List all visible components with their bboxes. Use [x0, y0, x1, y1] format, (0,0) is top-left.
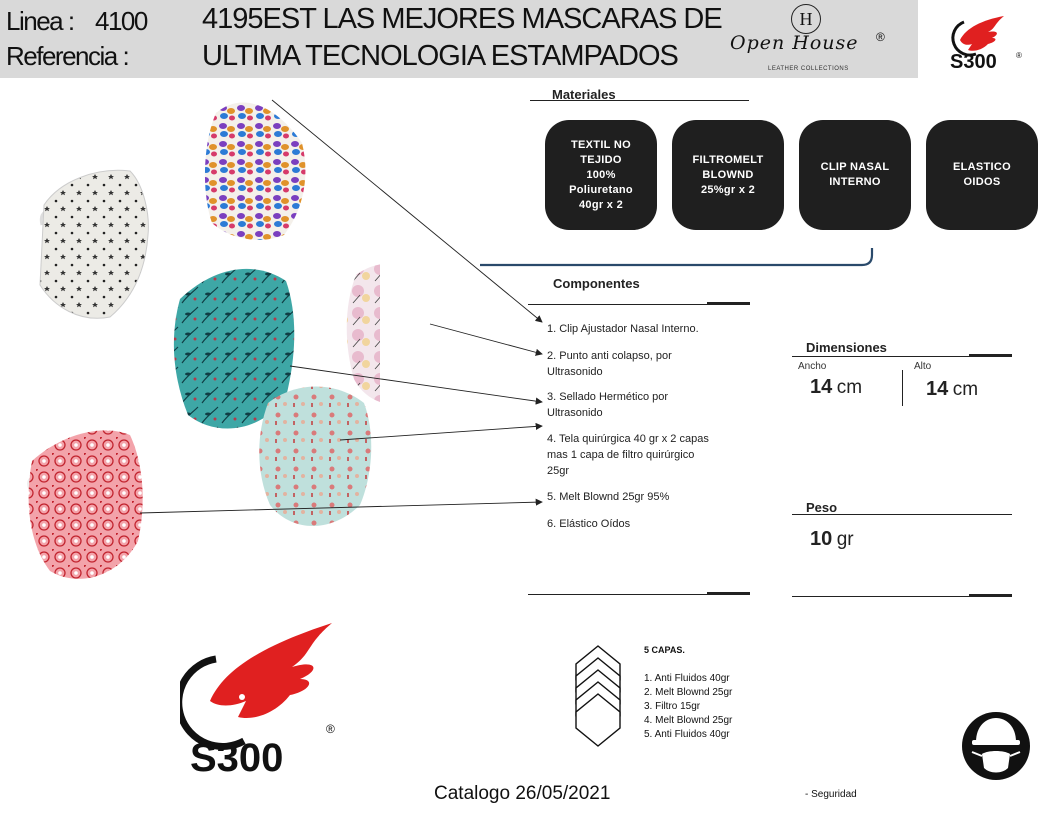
component-item: 3. Sellado Hermético por Ultrasonido: [547, 391, 669, 419]
mask-watercolor: [346, 264, 380, 402]
component-item: 6. Elástico Oídos: [547, 518, 631, 530]
material-pill-clip: CLIP NASAL INTERNO: [799, 120, 911, 230]
dimensiones-heading: Dimensiones: [806, 340, 887, 355]
component-item: 5. Melt Blownd 25gr 95%: [547, 491, 670, 503]
mask-photos: [27, 102, 380, 579]
line-value: 4100: [95, 6, 148, 36]
component-item: 1. Clip Ajustador Nasal Interno.: [547, 323, 699, 335]
mask-leaves: [173, 268, 295, 429]
s300-logo-large-icon: S300 ®: [180, 623, 335, 780]
line-label: Linea :: [6, 6, 75, 36]
catalog-date: Catalogo 26/05/2021: [434, 783, 611, 804]
material-pill-elastico: ELASTICO OIDOS: [926, 120, 1038, 230]
page-title-line1: 4195EST LAS MEJORES MASCARAS DE: [202, 3, 723, 35]
svg-text:®: ®: [1016, 51, 1022, 60]
componentes-heading: Componentes: [553, 276, 640, 291]
componentes-rule: [528, 304, 750, 305]
open-house-logo-name: Open House: [730, 32, 859, 54]
open-house-subtitle: LEATHER COLLECTIONS: [768, 66, 849, 72]
open-house-logo-mark: H: [791, 4, 821, 34]
brand-name-small: S300: [950, 51, 997, 72]
reference-label: Referencia :: [6, 41, 130, 71]
mask-stars: [39, 169, 149, 319]
ancho-value: 14 cm: [810, 376, 863, 398]
alto-label: Alto: [914, 361, 932, 372]
alto-value: 14 cm: [926, 378, 979, 400]
capas-list: 1. Anti Fluidos 40gr 2. Melt Blownd 25gr…: [644, 673, 733, 740]
open-house-registered: ®: [876, 30, 885, 44]
page-title-line2: ULTIMA TECNOLOGIA ESTAMPADOS: [202, 40, 679, 72]
seguridad-label: - Seguridad: [805, 789, 857, 800]
peso-value: 10 gr: [810, 528, 854, 550]
peso-heading: Peso: [806, 500, 838, 515]
component-item: 2. Punto anti colapso, por Ultrasonido: [547, 350, 672, 378]
material-pill-filtro: FILTROMELT BLOWND 25%gr x 2: [672, 120, 784, 230]
ancho-label: Ancho: [798, 361, 827, 372]
mask-butterflies: [204, 102, 306, 240]
component-item: 4. Tela quirúrgica 40 gr x 2 capas mas 1…: [547, 433, 709, 477]
header-bar: [0, 0, 918, 78]
capas-title: 5 CAPAS.: [644, 645, 685, 655]
layers-diagram-icon: [575, 645, 621, 747]
materiales-rule: [530, 100, 749, 101]
mask-mandala: [27, 430, 143, 579]
safety-helmet-icon: [962, 712, 1030, 780]
material-pill-textil: TEXTIL NO TEJIDO 100% Poliuretano 40gr x…: [545, 120, 657, 230]
materiales-heading: Materiales: [552, 87, 616, 102]
svg-text:®: ®: [326, 722, 335, 736]
mask-birds: [259, 386, 372, 526]
brand-name-large: S300: [190, 736, 283, 780]
s300-logo-small-icon: S300 ®: [950, 16, 1022, 72]
